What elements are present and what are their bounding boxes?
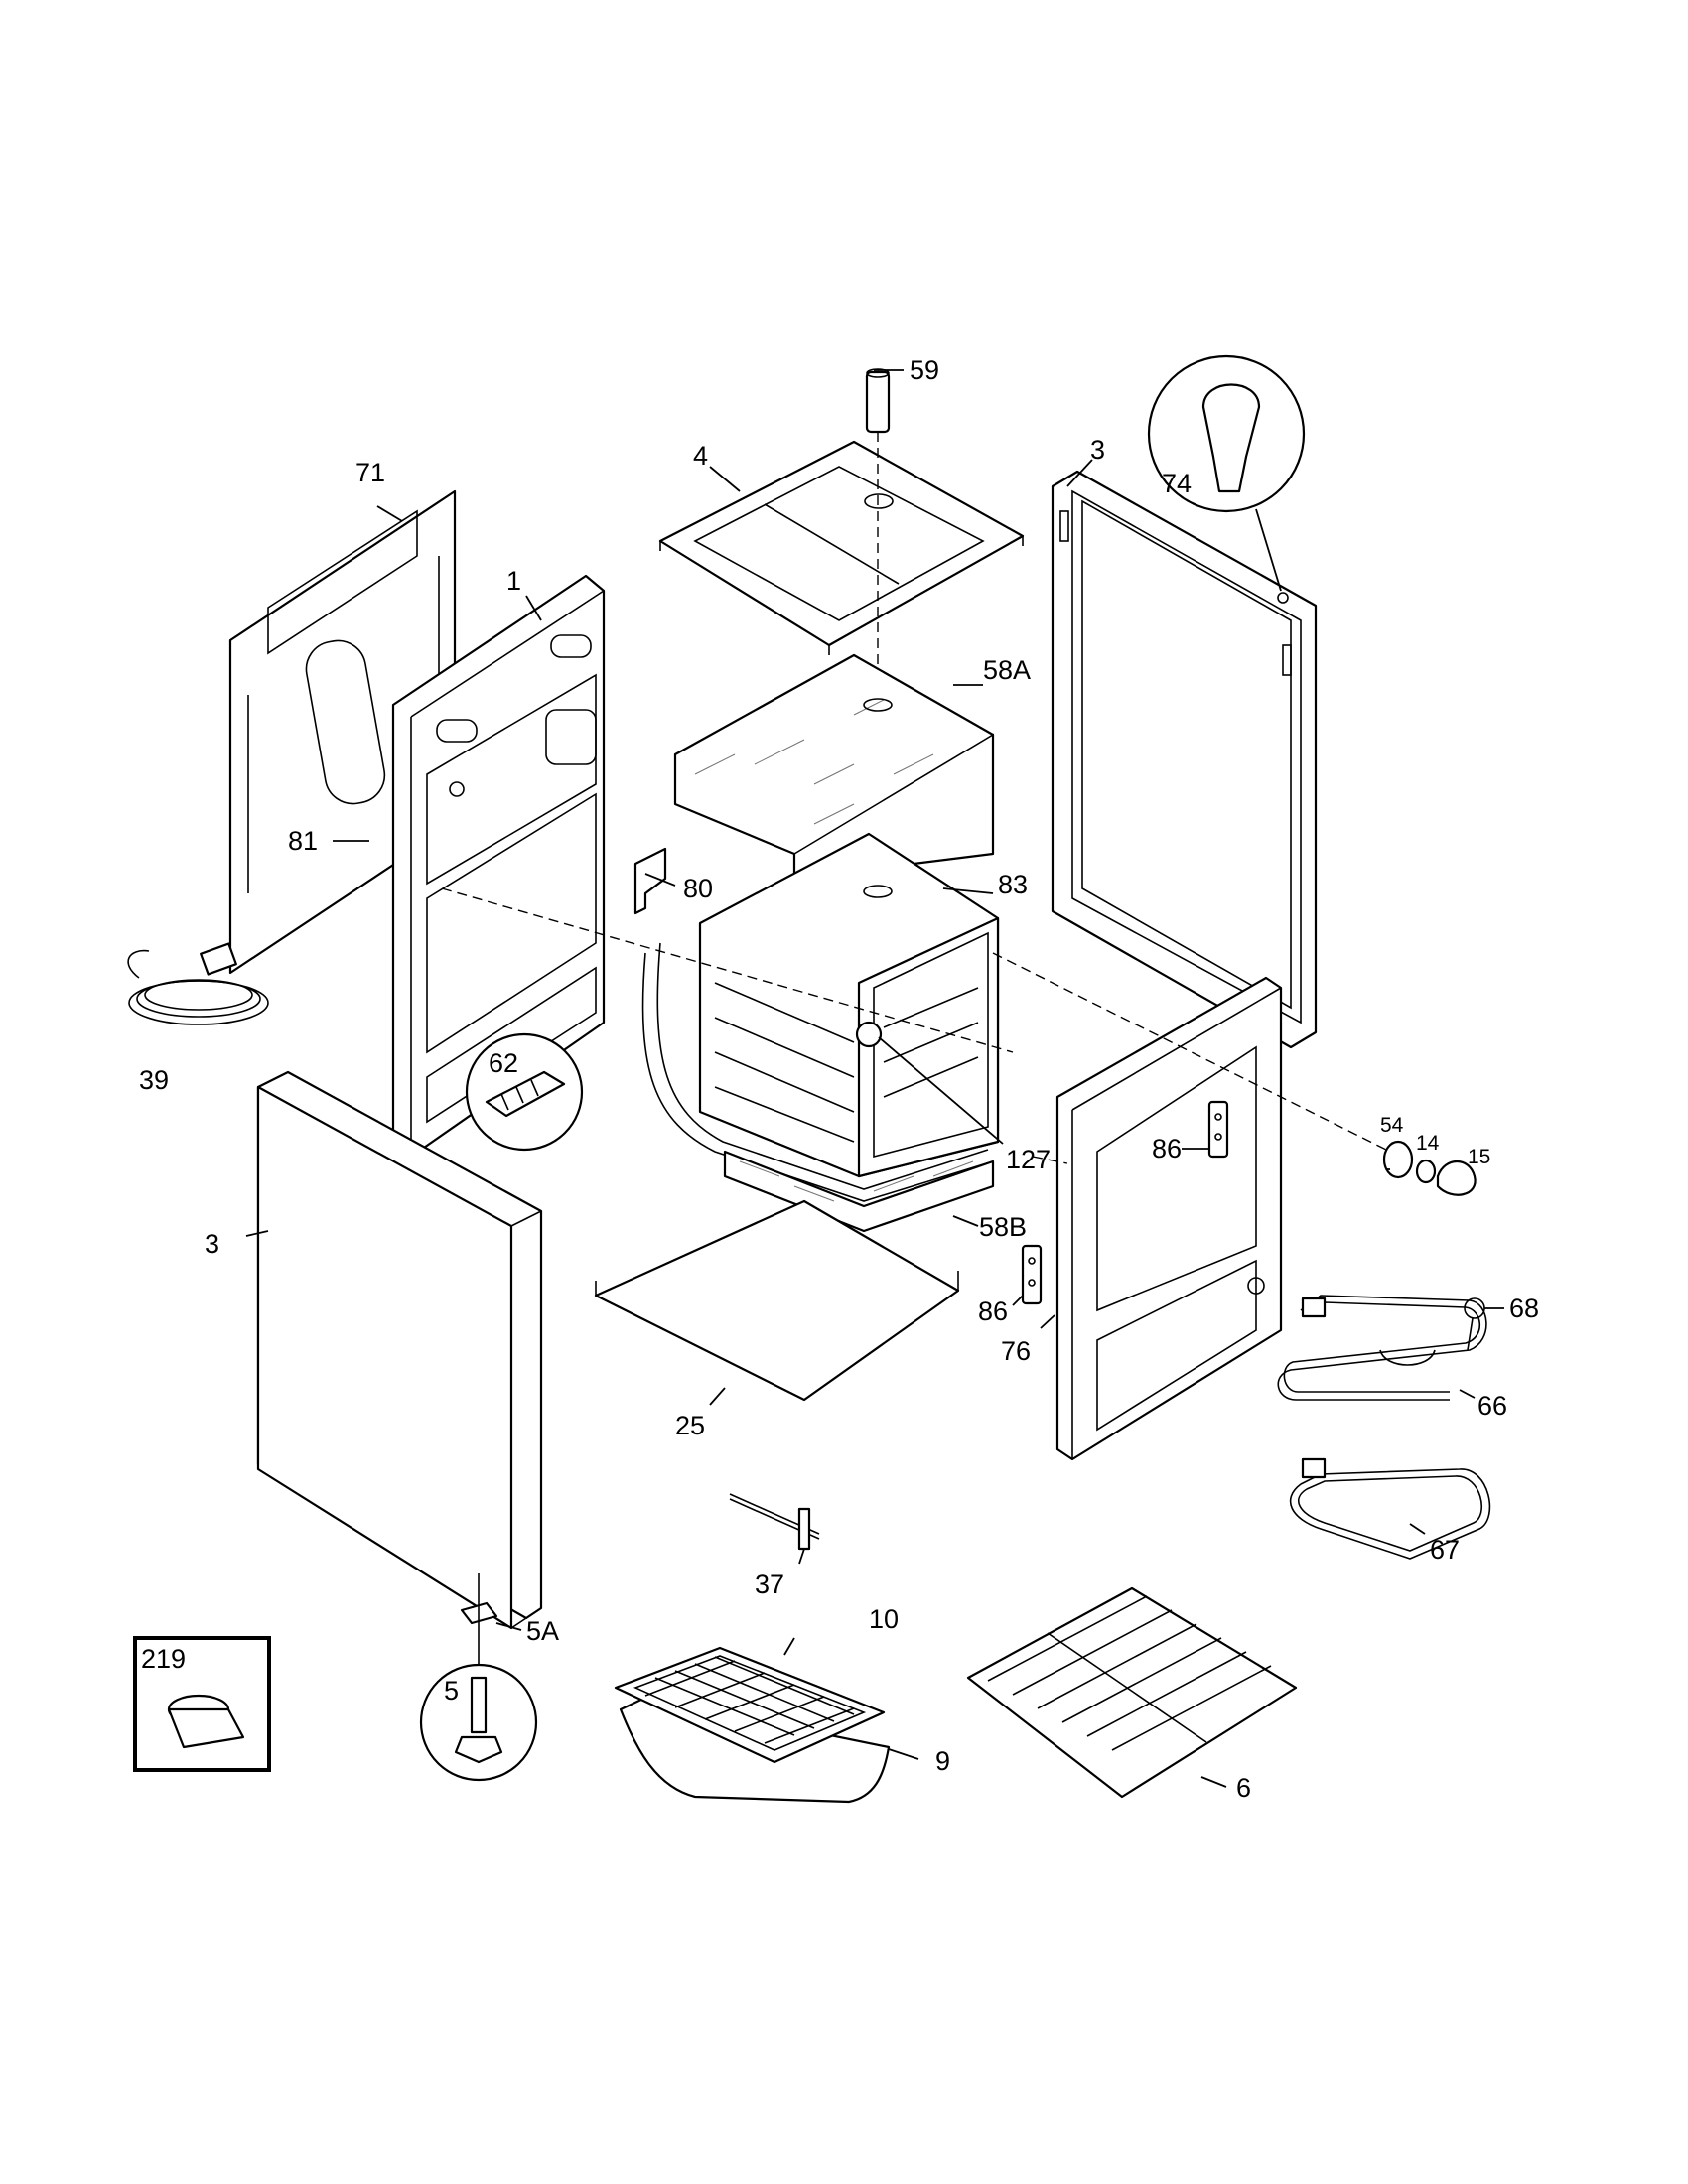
callout-9: 9	[935, 1746, 950, 1776]
bottom-panel-25	[594, 1199, 960, 1402]
callout-59: 59	[910, 355, 939, 385]
terminal-block-62	[465, 1032, 584, 1152]
bracket-80	[633, 847, 667, 915]
callout-80: 80	[683, 874, 713, 903]
tube-59	[865, 368, 891, 434]
callout-76: 76	[1001, 1336, 1031, 1366]
callout-14: 14	[1416, 1132, 1440, 1155]
side-panel-3	[256, 1070, 543, 1630]
callout-58a: 58A	[983, 655, 1031, 685]
side-panel-3-right	[1051, 470, 1318, 1049]
projection-line-2	[992, 952, 1391, 1153]
callout-86-upper: 86	[1152, 1134, 1182, 1163]
oven-rack-6	[966, 1586, 1298, 1799]
bake-element-67	[1289, 1457, 1491, 1560]
callout-5a: 5A	[526, 1616, 559, 1646]
callout-39: 39	[139, 1065, 169, 1095]
leader-lines	[245, 369, 1504, 1788]
callout-71: 71	[355, 458, 385, 487]
power-cord-39	[127, 942, 269, 1025]
callout-127: 127	[1006, 1145, 1051, 1174]
lamp-ring-54	[1382, 1140, 1414, 1179]
callout-86-lower: 86	[978, 1297, 1008, 1326]
callout-67: 67	[1430, 1535, 1460, 1565]
callout-3-side: 3	[205, 1229, 219, 1259]
top-panel-4	[658, 440, 1025, 655]
projection-line-3	[1032, 1156, 1068, 1164]
lamp-spring-14	[1415, 1159, 1437, 1184]
callout-81: 81	[288, 826, 318, 856]
callout-5: 5	[444, 1676, 459, 1706]
callout-37: 37	[755, 1570, 784, 1599]
callout-6: 6	[1236, 1773, 1251, 1803]
callout-74: 74	[1162, 469, 1192, 498]
insulation-58a	[673, 653, 995, 881]
front-frame-1	[391, 574, 606, 1159]
callout-83: 83	[998, 870, 1028, 899]
callout-58b: 58B	[979, 1212, 1027, 1242]
callout-4: 4	[693, 441, 708, 471]
lamp-knob-74	[1147, 354, 1306, 604]
leveling-leg-5	[419, 1663, 538, 1782]
thermostat-219-box	[133, 1636, 271, 1772]
callout-219: 219	[141, 1644, 186, 1674]
callout-68: 68	[1509, 1294, 1539, 1323]
callout-66: 66	[1477, 1391, 1507, 1421]
sensor-37	[729, 1493, 820, 1551]
lamp-bulb-15	[1436, 1160, 1477, 1196]
hinge-86-upper	[1207, 1100, 1229, 1159]
projection-line-1	[441, 887, 1014, 1053]
callout-1: 1	[506, 566, 521, 596]
callout-3-top: 3	[1090, 435, 1105, 465]
right-frame	[1055, 976, 1283, 1461]
hinge-86-lower	[1021, 1244, 1043, 1305]
callout-25: 25	[675, 1411, 705, 1440]
oven-liner-83	[698, 832, 1000, 1178]
callout-15: 15	[1468, 1146, 1490, 1168]
broiler-grid-10	[614, 1646, 886, 1764]
callout-54: 54	[1380, 1114, 1404, 1137]
broil-element-66	[1277, 1295, 1487, 1401]
insulation-58b	[641, 942, 995, 1233]
callout-10: 10	[869, 1604, 899, 1634]
callout-62: 62	[489, 1048, 518, 1078]
